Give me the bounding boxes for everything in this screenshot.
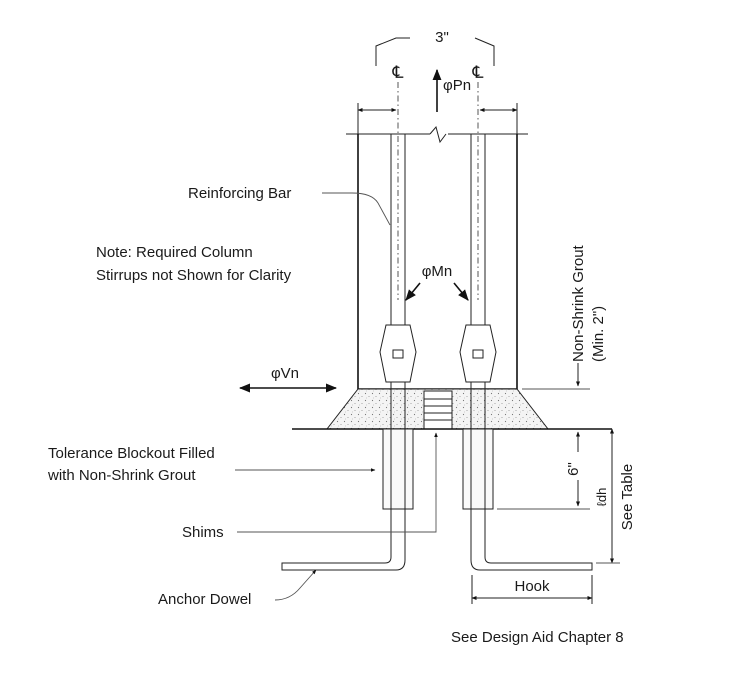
note-line-1: Note: Required Column (96, 244, 253, 261)
blockout-label-line-1: Tolerance Blockout Filled (48, 445, 215, 462)
see-table-label: See Table (619, 464, 636, 530)
shims-leader (237, 432, 438, 533)
shear-arrow: φVn (238, 365, 338, 393)
anchor-dowels (281, 389, 593, 571)
moment-arrows: φMn (405, 263, 469, 301)
footnote: See Design Aid Chapter 8 (451, 629, 624, 646)
axial-force-arrow: φPn (432, 68, 471, 112)
six-inch-label: 6" (565, 462, 582, 476)
anchor-dowel-leader (274, 569, 317, 601)
right-dimensions (471, 363, 620, 604)
shims-label: Shims (182, 524, 224, 541)
reinforcing-bars (390, 82, 486, 325)
spacing-dimension: 3" (375, 29, 495, 66)
hook-label: Hook (514, 578, 550, 595)
moment-label: φMn (422, 263, 453, 280)
shear-label: φVn (271, 365, 299, 382)
blockout-label-line-2: with Non-Shrink Grout (47, 467, 196, 484)
bar-couplers (379, 324, 497, 389)
centerline-right-symbol: ℄ (472, 63, 484, 82)
shim-stack (423, 390, 453, 430)
spacing-label: 3" (435, 29, 449, 46)
ldh-label: ℓdh (594, 488, 609, 507)
precast-column (346, 125, 528, 390)
grout-label: Non-Shrink Grout (570, 244, 587, 362)
tolerance-blockouts (382, 428, 494, 510)
reinforcing-bar-leader (322, 192, 391, 226)
axial-force-label: φPn (443, 77, 471, 94)
cover-dimensions (357, 103, 518, 134)
anchor-dowel-label: Anchor Dowel (158, 591, 251, 608)
note-line-2: Stirrups not Shown for Clarity (96, 267, 292, 284)
centerline-left-symbol: ℄ (392, 63, 404, 82)
grout-min-label: (Min. 2") (590, 306, 607, 362)
reinforcing-bar-label: Reinforcing Bar (188, 185, 291, 202)
